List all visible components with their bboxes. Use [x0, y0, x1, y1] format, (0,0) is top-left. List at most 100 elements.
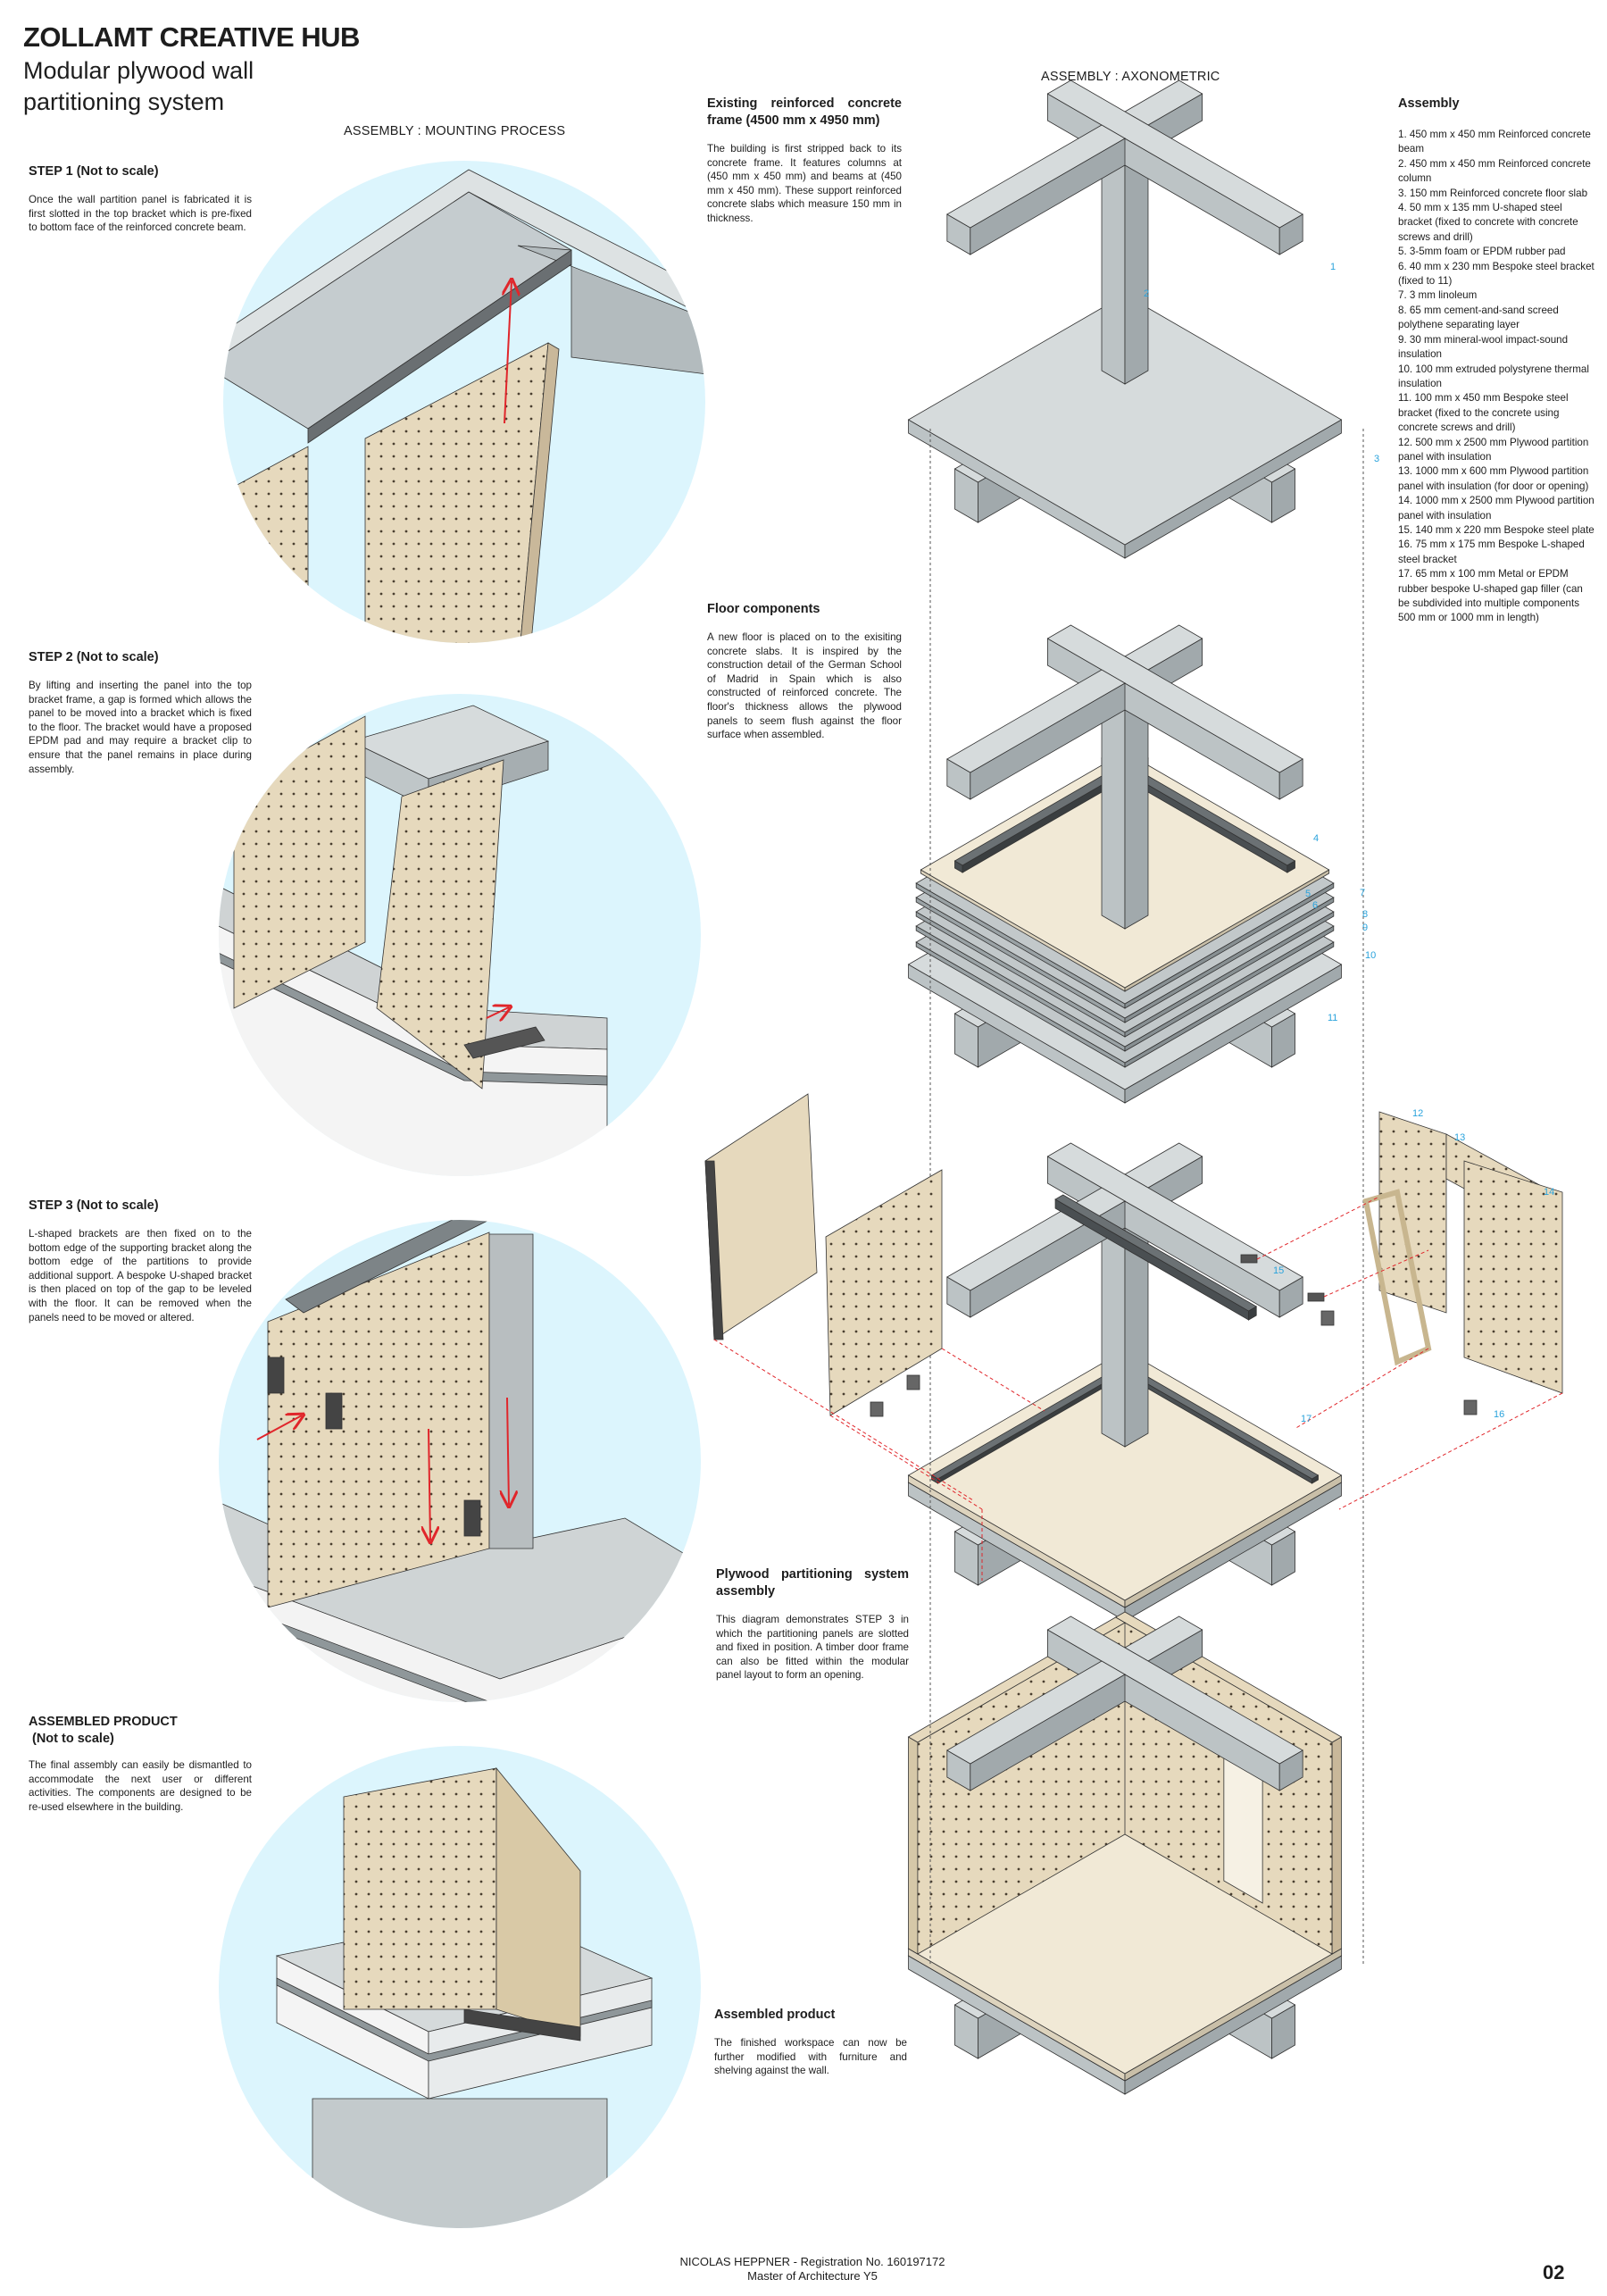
plywood-wall-v-right-face — [917, 1622, 1126, 1955]
gap-filler-v-top-face — [930, 1358, 1140, 1480]
concrete-beam-u-top-face — [1046, 1142, 1303, 1291]
partition-description: Plywood partitioning system assembly Thi… — [716, 1566, 909, 1682]
lower-column-right-face — [1124, 1919, 1149, 2001]
assembly-list-item: 17. 65 mm x 100 mm Metal or EPDM rubber … — [1398, 568, 1583, 624]
floor-layer-4-left-face — [915, 897, 1126, 1023]
concrete-slab-top-face — [907, 1357, 1343, 1608]
concrete-column-right-face — [1124, 1214, 1149, 1448]
concrete-beam-v-left-face — [946, 1749, 971, 1791]
linoleum-layer-top-face — [920, 751, 1330, 989]
assembly-list-item: 6. 40 mm x 230 mm Bespoke steel bracket … — [1398, 260, 1595, 288]
assembly-list-item: 11. 100 mm x 450 mm Bespoke steel bracke… — [1398, 392, 1569, 434]
concrete-beam-u-top-face — [1046, 1616, 1303, 1765]
poster-subtitle: Modular plywood wall partitioning system — [23, 55, 380, 118]
frame-description: Existing reinforced concrete frame (4500… — [707, 96, 902, 226]
concrete-beam-v-top-face — [946, 124, 1126, 229]
downstand-beam-v-right-face — [978, 897, 1203, 1068]
floor-description: Floor components A new floor is placed o… — [707, 601, 902, 742]
lower-column-left-face — [1101, 1919, 1126, 2001]
downstand-beam-v-right-face — [978, 1415, 1203, 1586]
beam-v-back-right-face — [1147, 93, 1203, 153]
callout-7: 7 — [1360, 888, 1365, 898]
panel-door-1000x600 — [1445, 1133, 1545, 1233]
downstand-beam-v — [953, 883, 1203, 1068]
downstand-beam-v-left-face — [954, 2004, 978, 2059]
guide — [829, 1415, 983, 1510]
downstand-beam-u-top-face — [1046, 338, 1296, 483]
beam-v-back — [1124, 1616, 1203, 1689]
beam-v-back — [1124, 624, 1203, 697]
concrete-slab — [907, 294, 1343, 559]
concrete-beam-v-left-face — [946, 213, 971, 255]
floor-layer-3-top-face — [915, 790, 1335, 1033]
concrete-column — [1101, 682, 1149, 930]
steel-plate — [1240, 1254, 1258, 1264]
panel-right-back — [1378, 1111, 1447, 1314]
floor-layer-5-left-face — [915, 882, 1126, 1009]
steel-bracket-u-top-face — [1101, 753, 1296, 866]
assembly-list-item: 12. 500 mm x 2500 mm Plywood partition p… — [1398, 436, 1589, 463]
concrete-beam-v-left-face — [946, 758, 971, 800]
concrete-slab-top-face — [907, 839, 1343, 1090]
floor-layer-4 — [915, 776, 1335, 1023]
downstand-beam-u — [1046, 883, 1296, 1068]
guide — [941, 1348, 1045, 1412]
frame-text: The building is first stripped back to i… — [707, 143, 902, 224]
floor-layer-1-top-face — [915, 821, 1335, 1064]
step-1-text: Once the wall partition panel is fabrica… — [29, 194, 252, 234]
step-2-text: By lifting and inserting the panel into … — [29, 680, 252, 775]
beam-v-back-right-face — [1147, 1629, 1203, 1689]
concrete-beam-v — [946, 669, 1126, 800]
finished-floor-top-face — [907, 1823, 1343, 2075]
gap-filler-u-left-face — [1111, 1362, 1312, 1484]
downstand-beam-u-top-face — [1046, 883, 1296, 1028]
concrete-beam-u — [1046, 79, 1303, 255]
lower-column — [1101, 1432, 1149, 1528]
plywood-wall-u — [1114, 1611, 1343, 1955]
mounting-section-label: ASSEMBLY : MOUNTING PROCESS — [344, 124, 566, 138]
concrete-column-left-face — [1101, 151, 1126, 385]
assembled-product-block: ASSEMBLED PRODUCT (Not to scale) The fin… — [29, 1714, 252, 1814]
downstand-beam-v — [953, 1401, 1203, 1586]
linoleum-layer-right-face — [1124, 869, 1330, 992]
guide — [1338, 1392, 1563, 1510]
panel-500-left-edge — [704, 1160, 724, 1340]
axo-assembled-product — [907, 1611, 1343, 2095]
callout-17: 17 — [1301, 1414, 1311, 1424]
concrete-column-right-face — [1124, 151, 1149, 385]
beam-v-back-top-face — [1124, 1616, 1203, 1662]
assembly-list-item: 7. 3 mm linoleum — [1398, 289, 1478, 302]
concrete-beam-u-right-face — [1278, 1276, 1303, 1318]
concrete-slab-left-face — [908, 1955, 1126, 2095]
callout-11: 11 — [1328, 1013, 1337, 1023]
lower-column-top-face — [1101, 370, 1149, 398]
concrete-slab-right-face — [1124, 1482, 1342, 1622]
panel-500-left — [704, 1093, 818, 1340]
gap-filler-v-left-face — [931, 1474, 938, 1484]
footer: NICOLAS HEPPNER - Registration No. 16019… — [571, 2255, 1053, 2283]
lower-column-left-face — [1101, 928, 1126, 1010]
downstand-beam-v-right-face — [978, 1888, 1203, 2059]
concrete-beam-u-left-face — [1047, 638, 1280, 800]
floor-layer-3-right-face — [1124, 911, 1335, 1038]
floor-layer-3 — [915, 790, 1335, 1038]
page-number: 02 — [1543, 2261, 1565, 2283]
lower-column — [1101, 914, 1149, 1010]
floor-layer-4-right-face — [1124, 897, 1335, 1023]
concrete-column-right-face — [1124, 696, 1149, 930]
assembly-list-item: 8. 65 mm cement-and-sand screed polythen… — [1398, 304, 1559, 331]
assembly-list-item: 5. 3-5mm foam or EPDM rubber pad — [1398, 246, 1566, 258]
floor-text: A new floor is placed on to the exisitin… — [707, 631, 902, 741]
axo-floor-components — [907, 624, 1343, 1104]
assembly-list-item: 16. 75 mm x 175 mm Bespoke L-shaped stee… — [1398, 539, 1585, 565]
course: Master of Architecture Y5 — [747, 2269, 878, 2283]
step-3-block: STEP 3 (Not to scale) L-shaped brackets … — [29, 1198, 252, 1324]
downstand-beam-u — [1046, 1401, 1296, 1586]
concrete-beam-v-right-face — [970, 1674, 1126, 1791]
subtitle-line-2: partitioning system — [23, 88, 225, 115]
top-bracket — [1054, 1194, 1258, 1321]
assembled-product-text: The finished workspace can now be furthe… — [714, 2037, 907, 2077]
downstand-beam-u-right-face — [1271, 468, 1295, 523]
concrete-slab-top-face — [907, 294, 1343, 546]
callout-4: 4 — [1313, 833, 1319, 844]
